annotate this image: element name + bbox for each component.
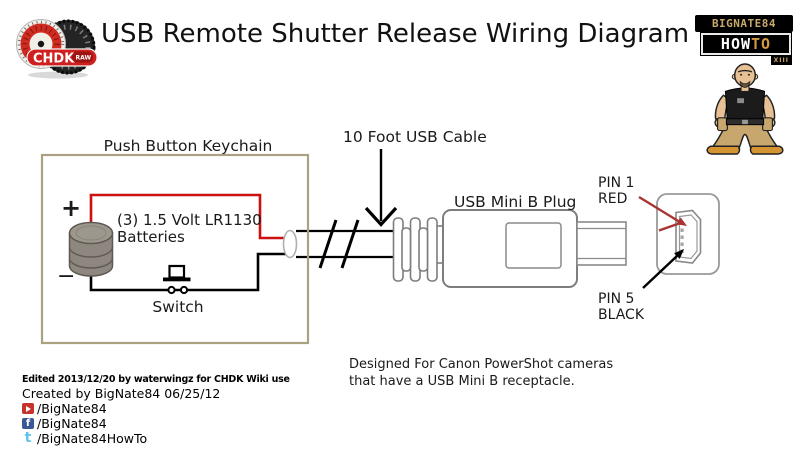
keychain-box-label: Push Button Keychain <box>104 137 273 155</box>
plug-metal-tip <box>576 221 627 266</box>
note-line2: that have a USB Mini B receptacle. <box>349 374 575 389</box>
mascot-left-eye <box>740 73 743 76</box>
chdk-logo: CHDK RAW <box>16 19 98 79</box>
pin5-label: PIN 5 <box>598 291 634 307</box>
social-row-twitter: t /BigNate84HowTo <box>22 431 290 446</box>
mascot-chest-logo <box>737 98 745 104</box>
black-wire <box>89 252 288 292</box>
mascot-shirt <box>724 87 766 123</box>
pin5-arrow <box>642 249 684 289</box>
mascot-right-boot <box>749 145 784 155</box>
battery-label-line2: Batteries <box>117 228 185 246</box>
twitter-icon: t <box>24 430 32 446</box>
battery-plus-label: + <box>61 194 81 222</box>
bignate-howto: HOWTO <box>701 33 791 55</box>
mascot-pants <box>710 121 780 149</box>
strain-relief <box>392 217 449 282</box>
cable-break-marks <box>318 219 360 269</box>
red-wire <box>89 193 288 240</box>
page-title: USB Remote Shutter Release Wiring Diagra… <box>101 19 690 49</box>
credits: Edited 2013/12/20 by waterwingz for CHDK… <box>22 374 290 446</box>
cable-label: 10 Foot USB Cable <box>343 128 487 146</box>
chdk-banner-text: CHDK <box>33 52 75 67</box>
push-button-switch <box>163 264 191 295</box>
bignate-logo: BIGNATE84 HOWTO XIII <box>695 15 797 155</box>
credit-edited: Edited 2013/12/20 by waterwingz for CHDK… <box>22 374 290 385</box>
howto-to: TO <box>751 35 772 53</box>
youtube-handle: /BigNate84 <box>37 401 107 416</box>
pin1-arrow <box>638 195 687 232</box>
mascot-goatee <box>739 80 751 88</box>
twitter-handle: /BigNate84HowTo <box>37 431 148 446</box>
social-row-facebook: f /BigNate84 <box>22 416 290 431</box>
social-row-youtube: /BigNate84 <box>22 401 290 416</box>
pin5-color-label: BLACK <box>598 307 645 323</box>
battery-minus-label: − <box>57 264 75 289</box>
plug-inner-panel <box>505 222 562 269</box>
note-line1: Designed For Canon PowerShot cameras <box>349 357 613 372</box>
cable-label-arrow <box>364 149 398 227</box>
youtube-icon <box>22 403 34 414</box>
chdk-banner: CHDK RAW <box>26 48 98 67</box>
facebook-icon: f <box>22 418 34 429</box>
bignate-badge: XIII <box>770 56 792 65</box>
mascot-character <box>706 63 784 155</box>
keychain-box <box>40 153 310 345</box>
pin1-color-label: RED <box>598 191 627 207</box>
howto-how: HOW <box>720 35 752 53</box>
switch-label: Switch <box>152 298 203 316</box>
pin1-label: PIN 1 <box>598 175 634 191</box>
battery-stack <box>68 221 114 277</box>
cable-jacket-end <box>282 229 298 259</box>
mascot-right-eye <box>747 73 750 76</box>
battery-label-line1: (3) 1.5 Volt LR1130 <box>117 211 262 229</box>
mascot-brow <box>737 69 753 73</box>
plug-label: USB Mini B Plug <box>454 193 576 211</box>
credit-created: Created by BigNate84 06/25/12 <box>22 386 221 401</box>
mascot-buckle <box>742 119 748 125</box>
bignate-title: BIGNATE84 <box>695 15 793 32</box>
facebook-handle: /BigNate84 <box>37 416 107 431</box>
chdk-raw-badge: RAW <box>76 55 92 62</box>
mascot-left-boot <box>706 145 741 155</box>
